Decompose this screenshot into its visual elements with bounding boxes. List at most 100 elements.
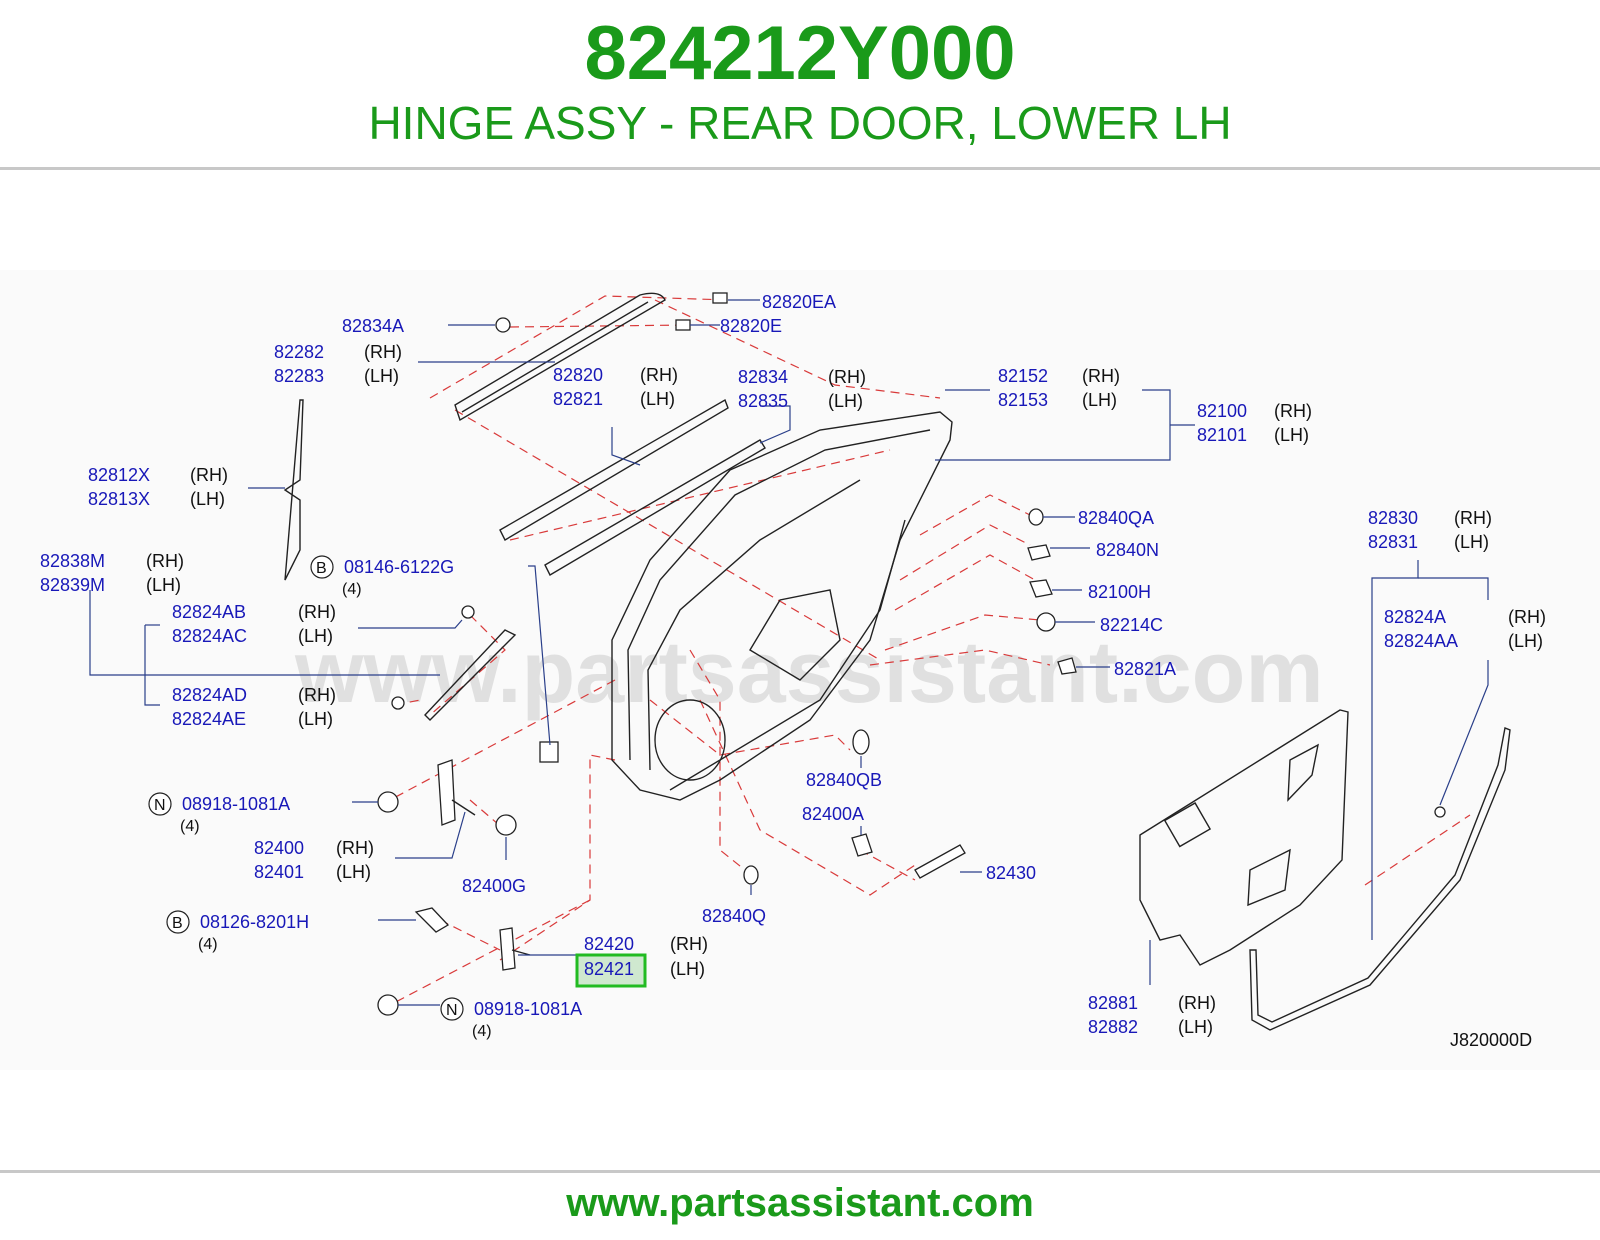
label-82840q: 82840Q: [702, 906, 766, 926]
qty-label: (4): [342, 581, 362, 598]
label-82820: 82820: [553, 365, 603, 385]
upper-weatherstrip-shape: [454, 292, 666, 422]
side-lh: (LH): [1274, 425, 1309, 445]
label-82820ea: 82820EA: [762, 292, 836, 312]
side-rh: (RH): [190, 465, 228, 485]
badge-n-letter: N: [154, 797, 166, 814]
clip-82820e-shape: [675, 319, 691, 331]
footer-url[interactable]: www.partsassistant.com: [566, 1181, 1034, 1225]
side-lh: (LH): [146, 575, 181, 595]
qty-label: (4): [472, 1023, 492, 1040]
label-82812x: 82812X: [88, 465, 150, 485]
label-82820e: 82820E: [720, 316, 782, 336]
label-82214c: 82214C: [1100, 615, 1163, 635]
side-lh: (LH): [670, 959, 705, 979]
side-lh: (LH): [298, 626, 333, 646]
nut-82400g-shape: [495, 814, 517, 836]
label-82824ac: 82824AC: [172, 626, 247, 646]
side-lh: (LH): [1178, 1017, 1213, 1037]
plug-82840qb-shape: [852, 729, 870, 755]
callout-leaders: [89, 299, 1489, 1006]
side-rh: (RH): [1274, 401, 1312, 421]
label-82821: 82821: [553, 389, 603, 409]
label-82824aa: 82824AA: [1384, 631, 1458, 651]
bolt-82400a-shape: [851, 833, 873, 857]
label-82420: 82420: [584, 934, 634, 954]
plug-82840q-shape: [743, 865, 759, 885]
label-82821a: 82821A: [1114, 659, 1176, 679]
badge-b-letter: B: [316, 560, 327, 577]
side-rh: (RH): [1082, 366, 1120, 386]
label-82824ad: 82824AD: [172, 685, 247, 705]
label-82400g: 82400G: [462, 876, 526, 896]
sash-trim-shape: [424, 629, 517, 721]
label-82401: 82401: [254, 862, 304, 882]
diagram-area: [0, 270, 1600, 1070]
qty-label: (4): [198, 936, 218, 953]
door-panel-shape: [611, 411, 953, 801]
clip-82820ea-shape: [712, 292, 728, 304]
label-82839m: 82839M: [40, 575, 105, 595]
header-divider: [0, 167, 1600, 170]
parts-shapes: [283, 292, 1511, 1031]
part-number-title: 824212Y000: [584, 11, 1016, 96]
footer-divider: [0, 1170, 1600, 1173]
label-82153: 82153: [998, 390, 1048, 410]
label-82421-highlighted: 82421: [584, 959, 634, 979]
qty-label: (4): [180, 818, 200, 835]
label-82152: 82152: [998, 366, 1048, 386]
label-82282: 82282: [274, 342, 324, 362]
label-08146-6122g: 08146-6122G: [344, 557, 454, 577]
label-82824ab: 82824AB: [172, 602, 246, 622]
badge-b-icon: [310, 555, 334, 579]
nut-08918b-shape: [377, 994, 399, 1016]
door-trim-panel-shape: [1139, 709, 1349, 966]
side-rh: (RH): [336, 838, 374, 858]
label-08918-1081a-lower: 08918-1081A: [474, 999, 582, 1019]
part-description: HINGE ASSY - REAR DOOR, LOWER LH: [368, 97, 1232, 149]
pillar-tape-shape: [283, 399, 304, 581]
side-lh: (LH): [1508, 631, 1543, 651]
label-82882: 82882: [1088, 1017, 1138, 1037]
badge-n-icon: [148, 792, 172, 816]
side-lh: (LH): [1454, 532, 1489, 552]
body-weatherstrip-shape: [1249, 727, 1511, 1031]
label-82400: 82400: [254, 838, 304, 858]
label-82100h: 82100H: [1088, 582, 1151, 602]
molding-82834-shape: [544, 439, 766, 576]
label-82824ae: 82824AE: [172, 709, 246, 729]
side-lh: (LH): [640, 389, 675, 409]
side-rh: (RH): [1178, 993, 1216, 1013]
label-82400a: 82400A: [802, 804, 864, 824]
label-82813x: 82813X: [88, 489, 150, 509]
nut-08918a-shape: [377, 791, 399, 813]
label-82840qa: 82840QA: [1078, 508, 1154, 528]
side-lh: (LH): [364, 366, 399, 386]
label-08126-8201h: 08126-8201H: [200, 912, 309, 932]
label-82831: 82831: [1368, 532, 1418, 552]
label-82840n: 82840N: [1096, 540, 1159, 560]
highlight-box: [575, 953, 647, 988]
badge-n-letter: N: [446, 1002, 458, 1019]
side-rh: (RH): [828, 367, 866, 387]
label-82840qb: 82840QB: [806, 770, 882, 790]
side-rh: (RH): [1508, 607, 1546, 627]
label-82881: 82881: [1088, 993, 1138, 1013]
check-link-82430-shape: [914, 844, 966, 879]
side-rh: (RH): [146, 551, 184, 571]
label-82834: 82834: [738, 367, 788, 387]
label-82824a: 82824A: [1384, 607, 1446, 627]
side-rh: (RH): [298, 602, 336, 622]
label-82835: 82835: [738, 391, 788, 411]
label-82101: 82101: [1197, 425, 1247, 445]
lower-hinge-shape: [499, 927, 516, 971]
side-rh: (RH): [670, 934, 708, 954]
side-rh: (RH): [364, 342, 402, 362]
screw-82834a-shape: [495, 317, 511, 333]
molding-82820-shape: [499, 398, 729, 541]
plug-82840qa-shape: [1028, 508, 1044, 526]
callout-labels: 82834A 82820EA 82820E 82282 (RH) 82283 (…: [40, 292, 1546, 1050]
label-82283: 82283: [274, 366, 324, 386]
side-lh: (LH): [190, 489, 225, 509]
